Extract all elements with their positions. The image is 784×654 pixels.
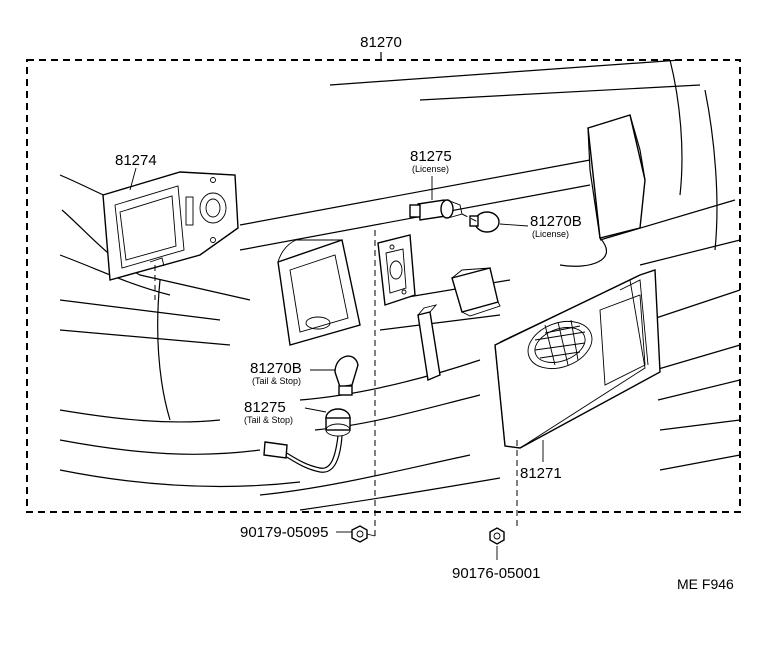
nut-left	[351, 525, 376, 543]
assembly-boundary	[26, 52, 741, 513]
label-bulb-tail-part: 81270B	[250, 360, 302, 377]
label-bulb-license-sub: (License)	[532, 229, 569, 239]
label-gasket: 81274	[115, 152, 157, 169]
figure-code: ME F946	[677, 576, 734, 592]
label-socket-license-part: 81275	[410, 148, 452, 165]
label-socket-tail-sub: (Tail & Stop)	[244, 415, 293, 425]
label-socket-license-sub: (License)	[412, 164, 449, 174]
reflector-housing	[277, 239, 361, 346]
label-lens: 81271	[520, 465, 562, 482]
label-bulb-license-part: 81270B	[530, 213, 582, 230]
bulb-license	[469, 211, 500, 233]
nut-right	[489, 527, 505, 545]
bulb-tail-stop	[334, 355, 359, 396]
label-nut-left: 90179-05095	[240, 524, 328, 541]
gasket-81274	[102, 171, 239, 281]
license-lamp-bracket	[377, 234, 416, 306]
socket-tail-stop	[263, 408, 351, 473]
label-bulb-tail-sub: (Tail & Stop)	[252, 376, 301, 386]
label-assy: 81270	[360, 34, 402, 51]
label-socket-tail-part: 81275	[244, 399, 286, 416]
socket-license	[409, 199, 463, 221]
body-lamp-housing	[559, 114, 646, 267]
retainer-clip	[417, 304, 441, 381]
lens-81271	[494, 269, 661, 449]
small-lamp-unit	[451, 267, 501, 317]
label-nut-right: 90176-05001	[452, 565, 540, 582]
leader-lines	[129, 167, 544, 560]
